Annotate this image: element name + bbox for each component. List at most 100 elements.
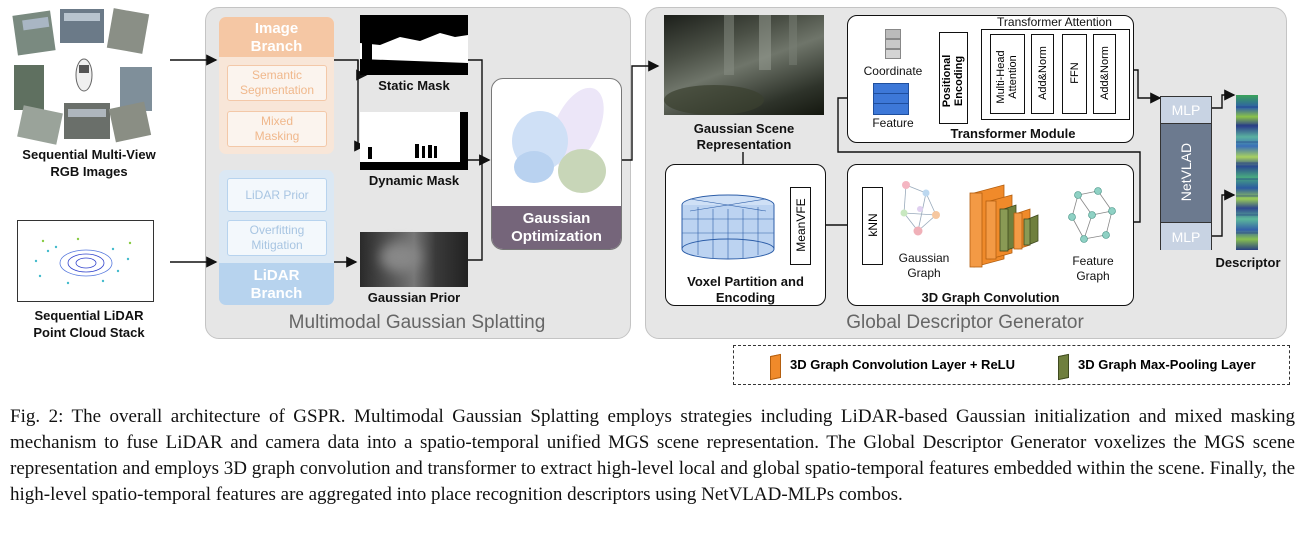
feature-graph-icon (1068, 187, 1116, 243)
static-mask-graphic (360, 15, 468, 75)
scene-representation-label-2: Representation (696, 137, 792, 152)
netvlad-mlp-stack: MLP NetVLAD MLP (1160, 96, 1212, 250)
gaussian-optimization-title-1: Gaussian (522, 210, 591, 227)
legend-conv-swatch (770, 353, 781, 381)
gaussian-graph-label-2: Graph (907, 266, 941, 280)
coordinate-cell (885, 39, 901, 49)
gaussian-prior-label: Gaussian Prior (367, 290, 461, 305)
positional-encoding-line-1: Positional (941, 54, 953, 108)
add-norm-label-1: Add&Norm (1037, 46, 1049, 100)
gaussian-optimization-title-2: Optimization (511, 228, 602, 245)
add-norm-label-2: Add&Norm (1099, 46, 1111, 100)
dynamic-mask-graphic (360, 112, 468, 170)
lidar-scan-graphic (34, 237, 132, 285)
coordinate-cell (885, 49, 901, 59)
lidar-prior-box: LiDAR Prior (227, 178, 327, 212)
mha-line-2: Attention (1007, 55, 1019, 99)
graph-conv-layers (969, 184, 1039, 268)
feature-graph-label-1: Feature (1072, 254, 1114, 268)
gaussian-optimization-box: Gaussian Optimization (491, 78, 622, 250)
lidar-prior-label: LiDAR Prior (245, 187, 309, 202)
gdg-panel-title: Global Descriptor Generator (846, 312, 1084, 333)
legend-box: 3D Graph Convolution Layer + ReLU 3D Gra… (733, 345, 1290, 385)
voxel-label-2: Encoding (715, 290, 776, 305)
gaussian-prior-image (360, 232, 468, 287)
gaussian-graph-icon (900, 181, 940, 236)
gaussian-optimization-footer (492, 206, 621, 249)
semantic-segmentation-line-1: Semantic (251, 68, 303, 82)
image-branch-title-2: Branch (250, 38, 303, 55)
graph-convolution-box: kNN Gaussian Graph (847, 164, 1134, 306)
coordinate-cell (885, 29, 901, 39)
gaussian-prior-blob (380, 242, 420, 272)
dynamic-mask-image (360, 112, 468, 170)
gaussian-graph-label-1: Gaussian (898, 251, 950, 265)
gaussian-ellipsoids-graphic (512, 87, 606, 193)
voxel-partition-box: MeanVFE Voxel Partition and Encoding (665, 164, 826, 306)
legend-conv-label: 3D Graph Convolution Layer + ReLU (790, 357, 1016, 372)
add-norm-box-2: Add&Norm (1093, 34, 1116, 114)
meanvfe-label: MeanVFE (794, 198, 808, 252)
lidar-branch-header-bg (219, 263, 334, 305)
coordinate-label: Coordinate (863, 64, 923, 78)
overfitting-mitigation-line-2: Mitigation (251, 238, 303, 252)
legend-maxpool-label: 3D Graph Max-Pooling Layer (1078, 357, 1256, 372)
lidar-input-label-2: Point Cloud Stack (33, 325, 145, 340)
positional-encoding-line-2: Encoding (953, 55, 965, 107)
ffn-box: FFN (1062, 34, 1087, 114)
rgb-input-label-2: RGB Images (50, 164, 128, 179)
mlp-bottom-box: MLP (1161, 222, 1211, 250)
mlp-bottom-label: MLP (1171, 228, 1201, 245)
image-branch-title-1: Image (254, 20, 299, 37)
lidar-branch-title-2: Branch (250, 285, 303, 302)
image-branch-header-bg (219, 17, 334, 57)
netvlad-box: NetVLAD (1161, 124, 1211, 222)
feature-grid-line (874, 93, 908, 94)
semantic-segmentation-line-2: Segmentation (239, 83, 315, 97)
feature-label: Feature (872, 116, 914, 130)
coordinate-token-stack (885, 29, 901, 61)
knn-box: kNN (862, 187, 883, 265)
mha-line-1: Multi-Head (995, 50, 1007, 104)
feature-grid-line (874, 103, 908, 104)
netvlad-label: NetVLAD (1178, 142, 1194, 202)
dynamic-mask-label: Dynamic Mask (368, 173, 460, 188)
mixed-masking-line-1: Mixed (260, 114, 293, 128)
descriptor-vector (1236, 95, 1258, 250)
overfitting-mitigation-line-1: Overfitting (249, 223, 305, 237)
lidar-branch-title-1: LiDAR (253, 267, 300, 284)
feature-graph-label-2: Graph (1076, 269, 1110, 283)
static-mask-image (360, 15, 468, 75)
graph-convolution-title: 3D Graph Convolution (921, 290, 1060, 305)
descriptor-label: Descriptor (1215, 255, 1281, 270)
scene-representation-label-1: Gaussian Scene (693, 121, 795, 136)
multiview-rgb-images (12, 8, 152, 145)
meanvfe-box: MeanVFE (790, 187, 811, 265)
figure-caption: Fig. 2: The overall architecture of GSPR… (10, 406, 1295, 505)
legend-maxpool-swatch (1058, 353, 1069, 381)
transformer-attention-label: Transformer Attention (997, 15, 1112, 29)
lidar-point-cloud-image (17, 220, 154, 302)
scene-texture (664, 15, 797, 115)
mgs-panel-title: Multimodal Gaussian Splatting (288, 312, 546, 333)
gaussian-scene-image (664, 15, 824, 115)
mlp-top-box: MLP (1161, 97, 1211, 124)
static-mask-label: Static Mask (378, 78, 450, 93)
mixed-masking-line-2: Masking (254, 129, 300, 143)
ffn-label: FFN (1069, 62, 1081, 84)
knn-label: kNN (866, 213, 880, 237)
add-norm-box-1: Add&Norm (1031, 34, 1054, 114)
mlp-top-label: MLP (1171, 102, 1201, 118)
lidar-input-label-1: Sequential LiDAR (34, 308, 144, 323)
voxel-grid-icon (681, 194, 775, 260)
